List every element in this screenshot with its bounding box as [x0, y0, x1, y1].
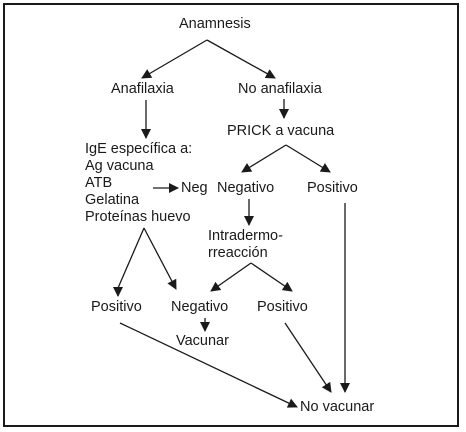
edge-intradermo-negativo	[210, 262, 252, 292]
node-anamnesis: Anamnesis	[179, 16, 251, 32]
edge-ige-split-left	[117, 227, 145, 289]
edge-prick-positivo	[285, 144, 331, 173]
node-vacunar: Vacunar	[176, 333, 229, 349]
node-no-anafilaxia: No anafilaxia	[238, 81, 322, 97]
node-ige-especifica: IgE específica a: Ag vacuna ATB Gelatina…	[85, 141, 193, 225]
diagram-frame	[3, 3, 459, 427]
edge-anamnesis-anafilaxia	[141, 39, 208, 79]
node-no-vacunar: No vacunar	[300, 399, 375, 415]
node-positivo-prick: Positivo	[307, 180, 358, 196]
edge-anamnesis-no-anafilaxia	[206, 39, 276, 79]
node-positivo-intradermo: Positivo	[257, 299, 308, 315]
node-negativo-intradermo: Negativo	[171, 299, 229, 315]
edge-positivo-intra-no-vacunar	[284, 322, 332, 393]
edge-intradermo-positivo	[250, 262, 293, 292]
edge-positivo-ige-no-vacunar	[119, 322, 298, 408]
node-neg-ige: Neg	[181, 180, 208, 196]
node-positivo-ige: Positivo	[91, 299, 142, 315]
edge-ige-split-right	[143, 227, 177, 290]
node-negativo-prick: Negativo	[217, 180, 275, 196]
node-prick: PRICK a vacuna	[227, 123, 335, 139]
node-anafilaxia: Anafilaxia	[111, 81, 174, 97]
edge-prick-negativo	[241, 144, 287, 173]
node-intradermorreaccion: Intradermo- rreacción	[208, 228, 283, 261]
